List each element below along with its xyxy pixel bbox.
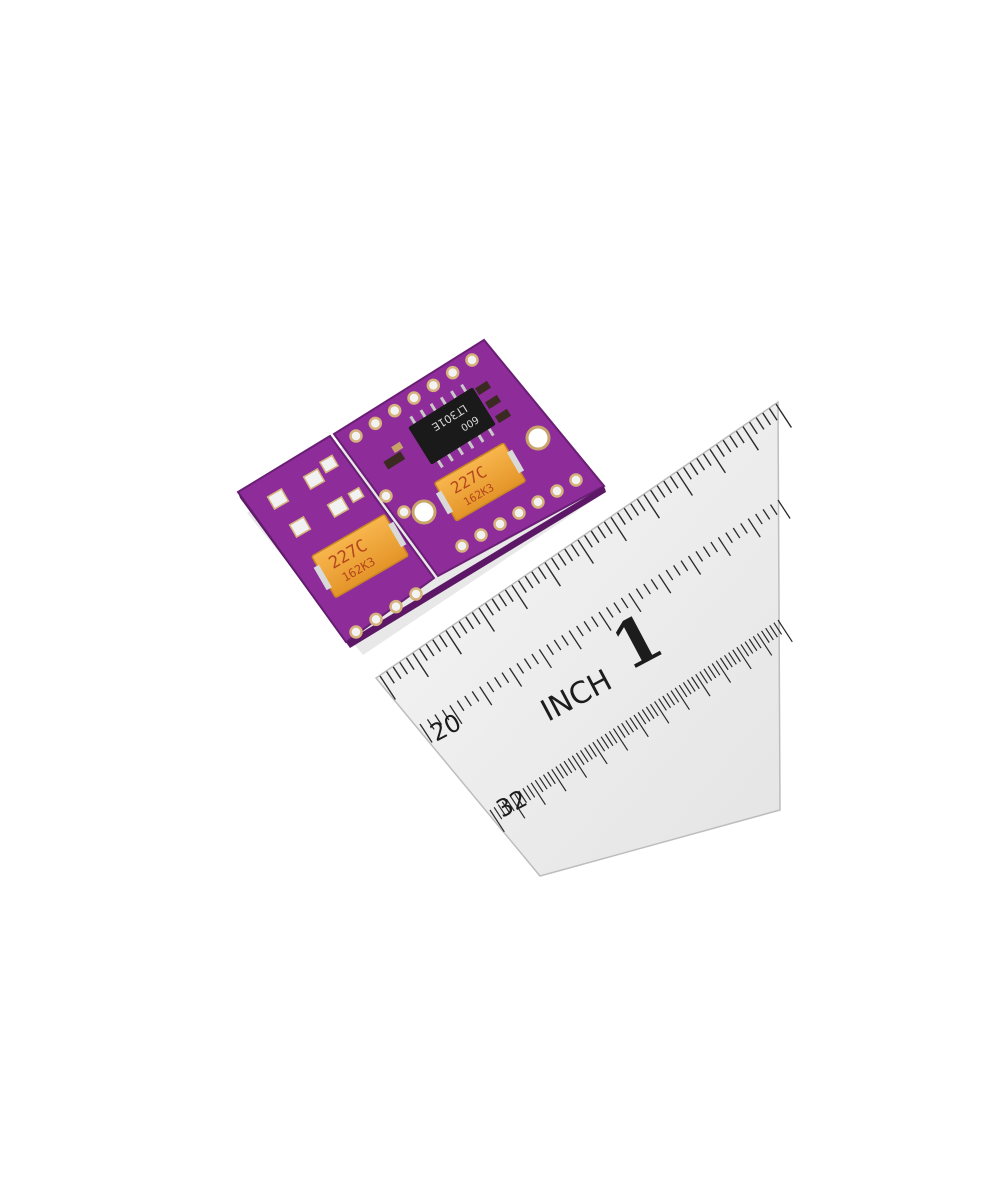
ruler-body [374,400,781,877]
pin-holes [349,353,583,639]
mounting-hole-middle [411,499,437,525]
steel-ruler: INCH 1 20 32 [374,400,793,877]
ruler-ticks-top [379,403,792,700]
ruler-ticks-middle [419,499,791,743]
square-pads [266,454,365,539]
pcb-module: LT301E 600 227C 162K3 227C 162K3 [236,338,607,655]
ruler-ticks-bottom [489,619,793,833]
mounting-hole-right [525,425,551,451]
smd-components [383,380,512,470]
